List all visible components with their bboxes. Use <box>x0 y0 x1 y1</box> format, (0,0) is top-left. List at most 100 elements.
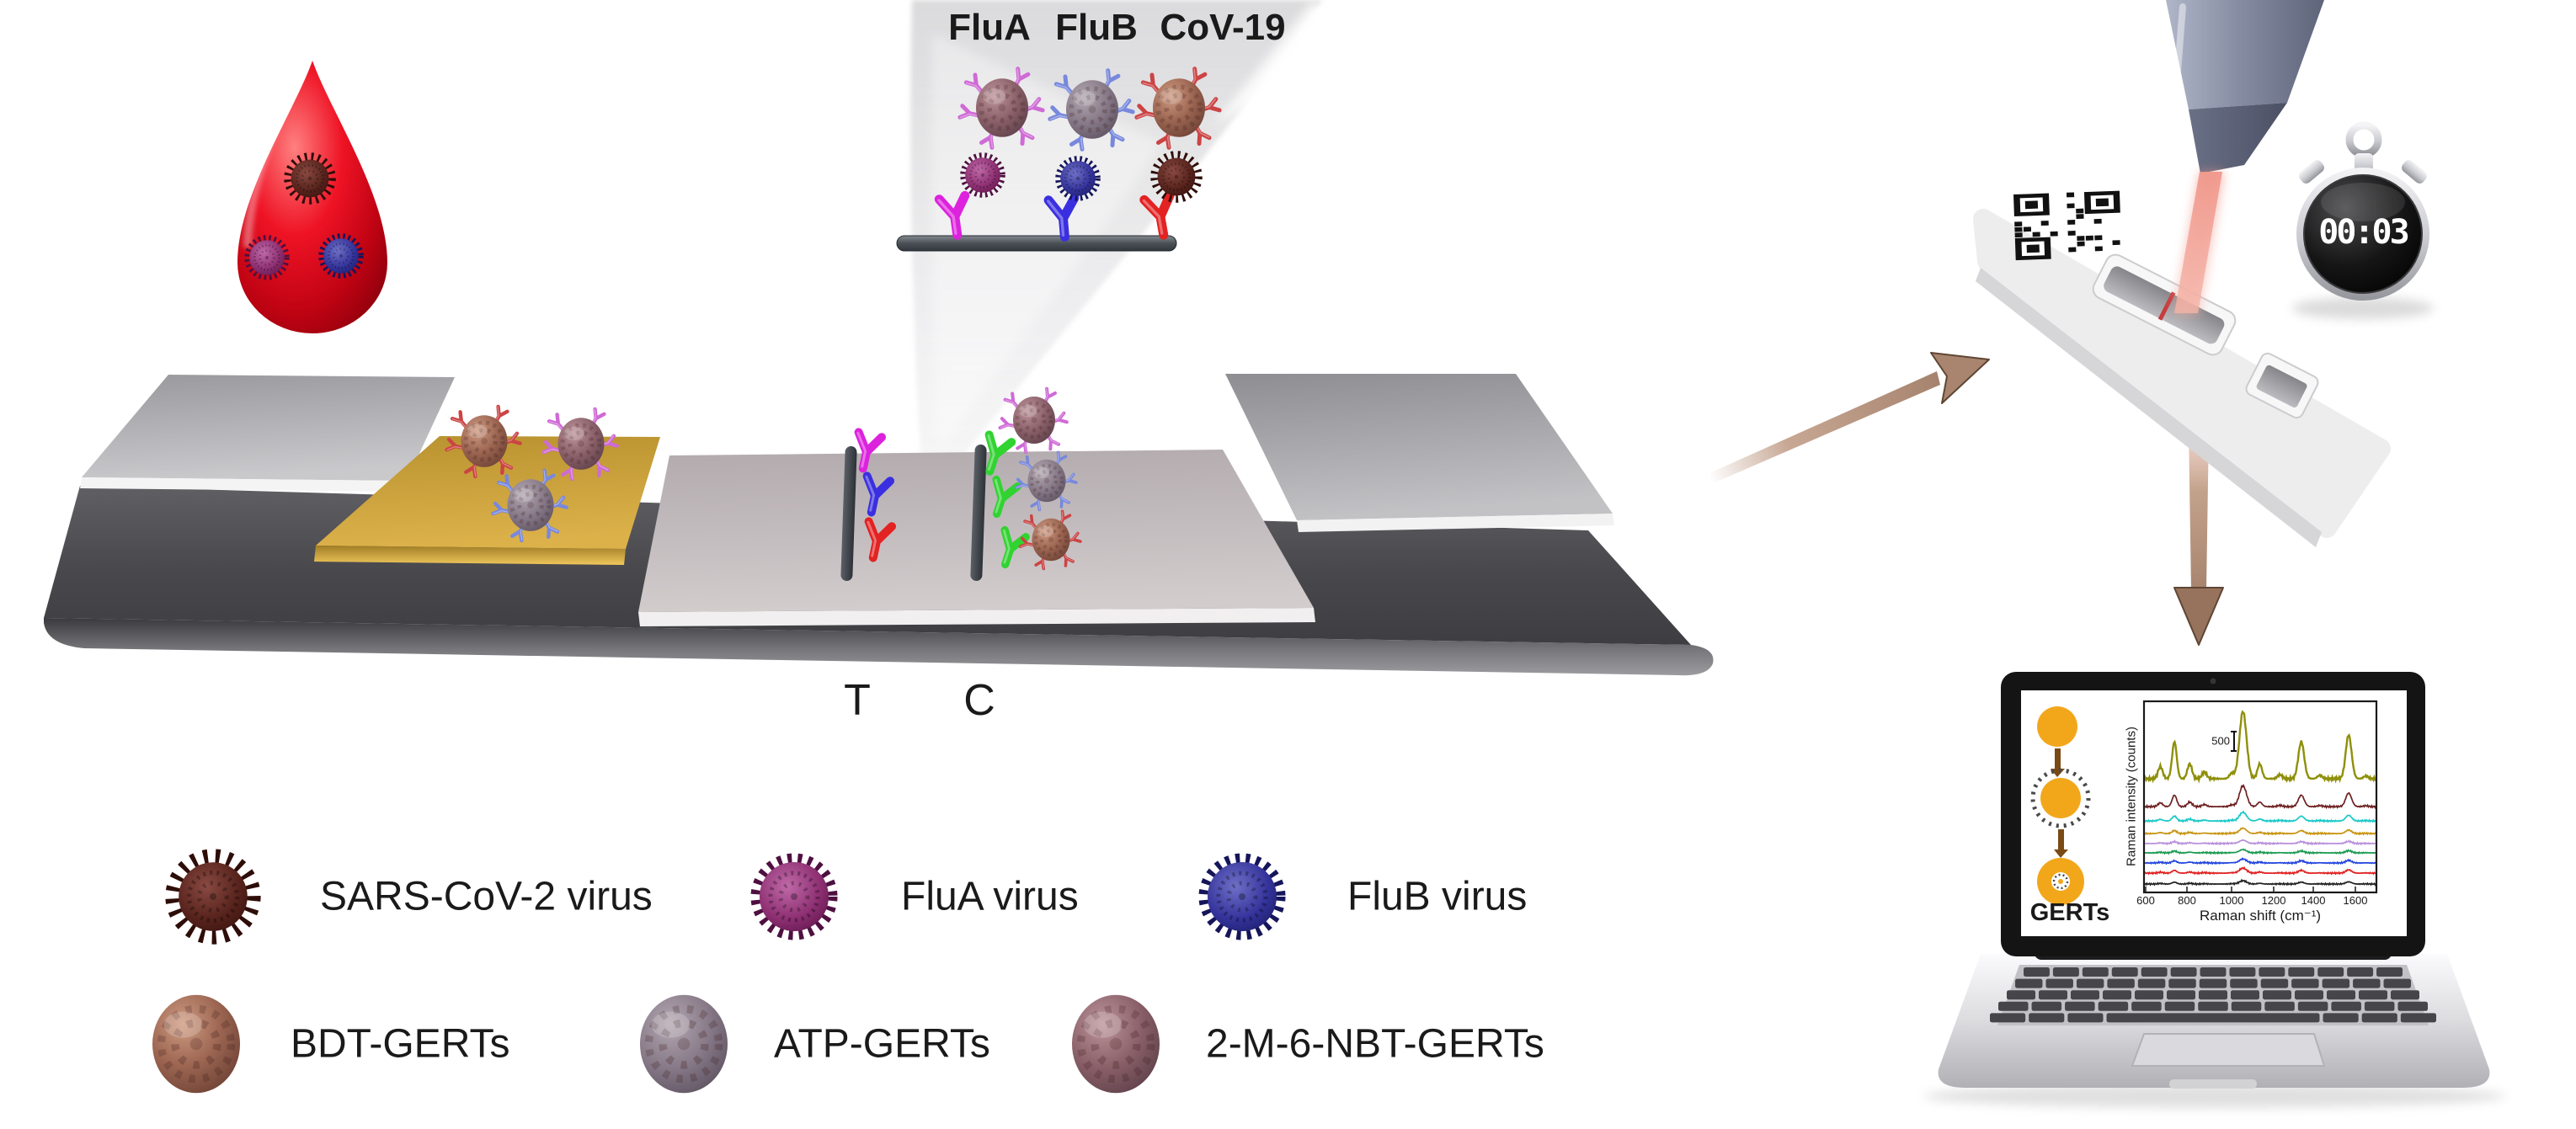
stopwatch-crown-ring <box>2345 121 2382 158</box>
magnified-test-line <box>896 69 1219 252</box>
legend-label-sars: SARS-CoV-2 virus <box>320 874 653 919</box>
laser-beam <box>2173 172 2224 315</box>
sample-well <box>2245 352 2319 419</box>
keyboard-key <box>2263 990 2291 1000</box>
x-tick-1000: 1000 <box>2219 894 2244 907</box>
stopwatch <box>2292 121 2434 319</box>
keyboard-key <box>2199 978 2227 988</box>
keyboard-key <box>2383 978 2411 988</box>
x-tick-600: 600 <box>2136 894 2155 907</box>
arrow-strip-to-cassette <box>1709 352 1990 484</box>
bdt-gerts-icon <box>152 994 240 1094</box>
sars-cov-2-virus-icon <box>165 849 261 945</box>
keyboard-key <box>2359 990 2387 1000</box>
control-line-label: C <box>963 676 995 725</box>
spectrum-trace <box>2145 810 2376 823</box>
test-cassette <box>1973 190 2391 547</box>
raman-plot <box>2142 700 2378 894</box>
keyboard-key <box>2259 967 2285 977</box>
laptop <box>1924 672 2505 1108</box>
stopwatch-time: 00:03 <box>2318 213 2409 253</box>
keyboard-key <box>2076 978 2104 988</box>
keyboard-key <box>2045 978 2073 988</box>
x-axis-ticks <box>2145 887 2356 892</box>
keyboard-key <box>2029 1013 2065 1023</box>
keyboard-keys <box>1990 967 2436 1023</box>
webcam-icon <box>2210 678 2216 684</box>
keyboard-key <box>2264 1001 2295 1011</box>
keyboard-key <box>2031 1001 2062 1011</box>
keyboard-key <box>2106 1013 2320 1023</box>
conjugate-gerts <box>446 407 616 541</box>
label-fluB: FluB <box>1055 7 1138 48</box>
strip-backing-front <box>44 618 1714 676</box>
laser-pen <box>2166 0 2324 173</box>
core-with-reporter-icon <box>2030 768 2091 828</box>
keyboard-key <box>2135 990 2163 1000</box>
keyboard-key <box>2111 967 2138 977</box>
fluA-virus-in-drop <box>244 235 290 280</box>
test-line-label: T <box>844 676 871 725</box>
keyboard-key <box>2297 1001 2328 1011</box>
keyboard-key <box>2260 978 2289 988</box>
keyboard-key <box>2071 990 2099 1000</box>
gap-enhanced-gert-icon <box>2037 858 2084 905</box>
sars-cov-2-virus-in-drop <box>284 152 336 205</box>
keyboard-key <box>2067 1013 2104 1023</box>
keyboard-key <box>2065 1001 2095 1011</box>
keyboard-key <box>2322 978 2350 988</box>
keyboard-key <box>2015 978 2043 988</box>
legend-label-atp: ATP-GERTs <box>774 1021 990 1067</box>
keyboard-key <box>2317 967 2344 977</box>
x-tick-1200: 1200 <box>2261 894 2286 907</box>
spectrum-trace <box>2145 848 2376 855</box>
raman-spectra <box>2145 710 2376 887</box>
keyboard-key <box>2200 967 2227 977</box>
absorbent-pad <box>1225 374 1614 532</box>
legend-label-fluB: FluB virus <box>1347 874 1528 919</box>
qr-code <box>2013 190 2120 261</box>
plot-x-axis-label: Raman shift (cm⁻¹) <box>2199 908 2322 924</box>
spectrum-trace <box>2145 857 2376 865</box>
fluB-virus-icon <box>1198 853 1286 940</box>
plot-scale-bar-label: 500 <box>2211 734 2230 748</box>
gold-core-icon <box>2037 706 2077 747</box>
blood-drop <box>237 61 387 333</box>
keyboard-key <box>2131 1001 2162 1011</box>
test-line <box>840 446 857 581</box>
fluA-virus-complex <box>960 152 1005 198</box>
lfa-strip <box>44 374 1714 676</box>
keyboard-key <box>2039 990 2067 1000</box>
keyboard-key <box>2024 967 2050 977</box>
keyboard-key <box>1990 1013 2026 1023</box>
keyboard-key <box>2327 990 2355 1000</box>
control-line <box>970 445 987 581</box>
gerts-schematic <box>2030 706 2091 905</box>
keyboard-key <box>2230 978 2258 988</box>
magnified-line-bar <box>896 235 1177 252</box>
keyboard-key <box>2231 1001 2262 1011</box>
test-window <box>2092 253 2237 356</box>
2m6nbt-gerts-icon <box>1072 994 1160 1094</box>
keyboard-key <box>2291 978 2319 988</box>
cov-virus-complex <box>1150 151 1203 203</box>
legend-icons <box>152 849 1286 1094</box>
keyboard-key <box>2141 967 2168 977</box>
keyboard-key <box>2170 967 2197 977</box>
spectrum-trace <box>2145 839 2376 846</box>
keyboard-key <box>2198 1001 2228 1011</box>
touchpad <box>2131 1033 2326 1067</box>
keyboard-key <box>2397 1001 2428 1011</box>
control-line-antibodies <box>978 389 1080 569</box>
keyboard-key <box>2199 990 2227 1000</box>
keyboard-key <box>2082 967 2109 977</box>
keyboard-key <box>2164 1001 2195 1011</box>
keyboard-key <box>2400 1013 2436 1023</box>
keyboard-key <box>2107 978 2135 988</box>
keyboard-key <box>2391 990 2419 1000</box>
keyboard-key <box>2007 990 2035 1000</box>
keyboard-key <box>2364 1001 2395 1011</box>
scale-bar-bracket <box>2231 731 2237 752</box>
